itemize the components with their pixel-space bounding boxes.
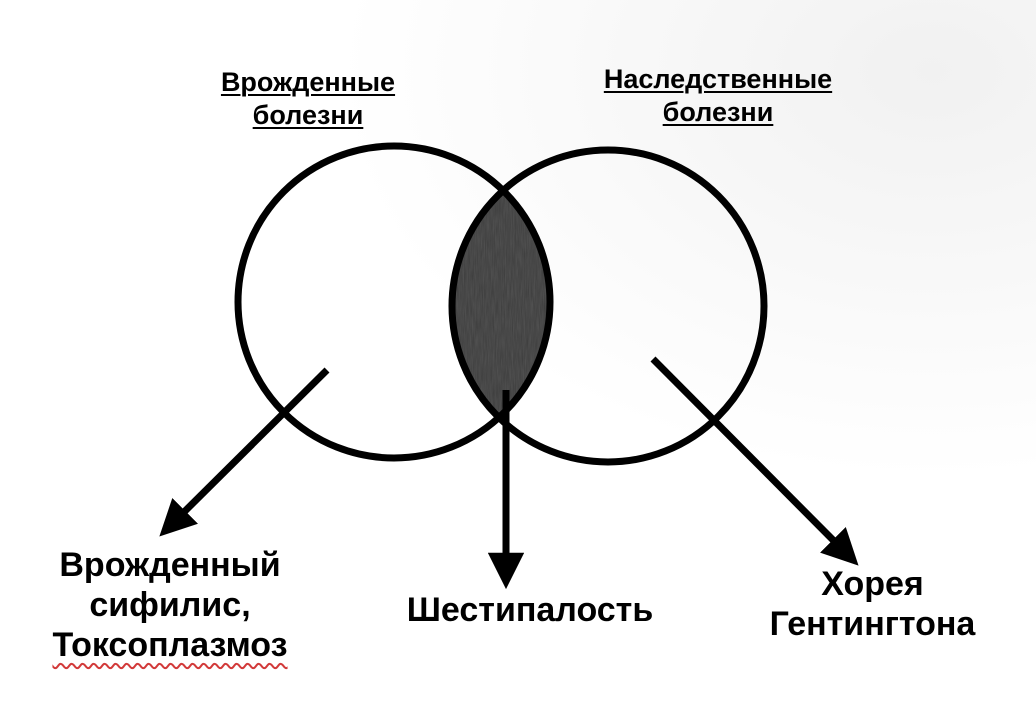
right-set-title: Наследственные болезни xyxy=(573,63,863,129)
right-set-title-line1: Наследственные xyxy=(603,64,833,94)
right-example-line2: Гентингтона xyxy=(769,604,976,643)
left-set-title-line1: Врожденные xyxy=(220,67,396,97)
left-example-line3: Токсоплазмоз xyxy=(20,626,320,666)
center-example-line1: Шестипалость xyxy=(406,591,654,629)
left-set-title-line2: болезни xyxy=(252,99,364,130)
left-example: Врожденный сифилис, Токсоплазмоз xyxy=(20,546,320,665)
left-example-line2: сифилис, xyxy=(89,585,251,624)
left-example-line1: Врожденный xyxy=(59,546,281,584)
right-set-title-line2: болезни xyxy=(662,96,774,127)
left-arrow xyxy=(159,367,330,537)
left-example-line3-text: Токсоплазмоз xyxy=(52,625,288,664)
right-example: Хорея Гентингтона xyxy=(735,565,1010,645)
right-example-line1: Хорея xyxy=(821,565,924,603)
center-example: Шестипалость xyxy=(380,591,680,631)
right-arrow xyxy=(650,356,859,566)
left-set-title: Врожденные болезни xyxy=(198,66,418,132)
left-set-circle xyxy=(234,142,554,462)
right-set-circle xyxy=(448,146,768,466)
